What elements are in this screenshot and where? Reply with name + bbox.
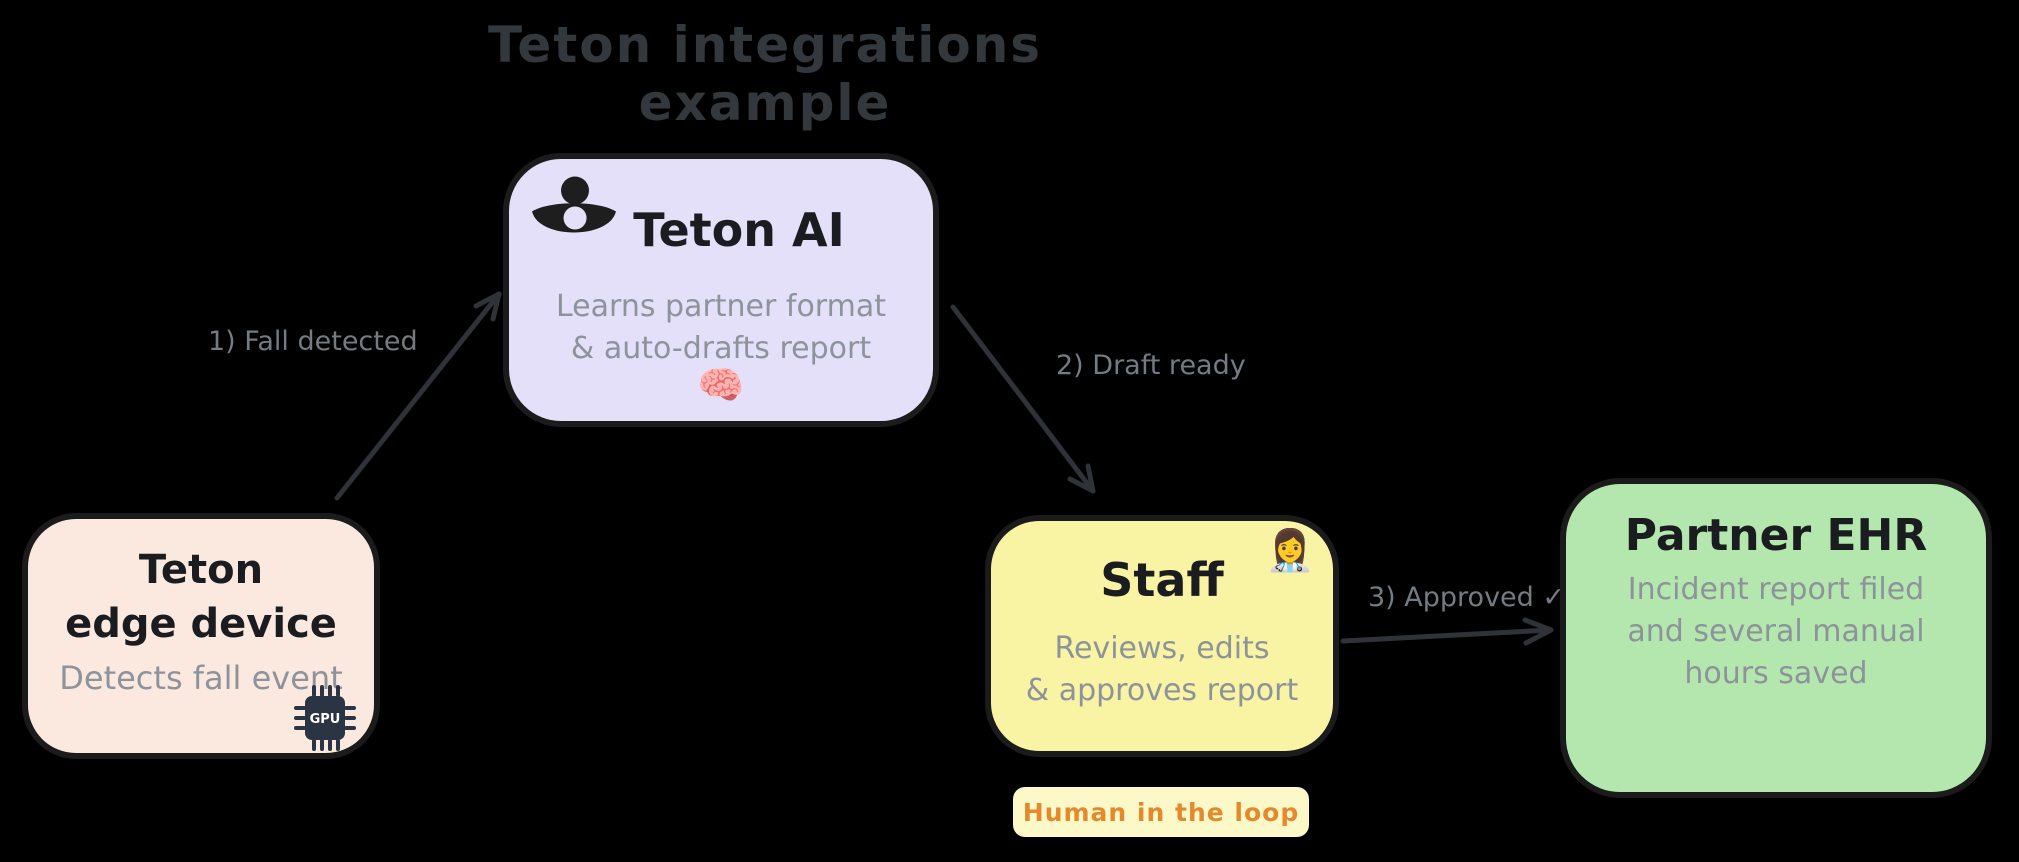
arrow-3-approved — [1340, 617, 1554, 646]
edge-device-subtitle: Detects fall event — [59, 659, 343, 697]
edge-device-title-line2: edge device — [65, 601, 337, 647]
arrow-2-draft-ready — [950, 304, 1096, 494]
teton-ai-subtitle-line1: Learns partner format — [556, 289, 886, 324]
staff-subtitle-line2: & approves report — [1025, 673, 1299, 708]
gpu-chip-label: GPU — [310, 712, 341, 727]
partner-ehr-subtitle-line3: hours saved — [1684, 656, 1868, 691]
human-in-the-loop-badge: Human in the loop — [1013, 787, 1309, 837]
partner-ehr-subtitle-line2: and several manual — [1627, 614, 1925, 649]
gpu-chip-icon: GPU — [294, 685, 356, 751]
brain-emoji-icon: 🧠 — [697, 363, 745, 407]
staff-subtitle-line1: Reviews, edits — [1054, 631, 1270, 666]
teton-ai-title: Teton AI — [633, 203, 845, 257]
arrow-1-fall-detected — [334, 291, 502, 501]
arrow-label-fall-detected: 1) Fall detected — [208, 326, 418, 357]
teton-ai-subtitle-line2: & auto-drafts report — [570, 331, 872, 366]
node-staff: 👩‍⚕️ Staff Reviews, edits & approves rep… — [985, 515, 1339, 757]
edge-device-title-line1: Teton — [138, 547, 264, 593]
node-teton-edge-device: Teton edge device Detects fall event GPU — [22, 513, 380, 759]
health-worker-emoji-icon: 👩‍⚕️ — [1265, 528, 1315, 574]
arrow-label-draft-ready: 2) Draft ready — [1056, 350, 1246, 381]
node-partner-ehr: Partner EHR Incident report filed and se… — [1560, 478, 1992, 798]
diagram-title: Teton integrations example — [487, 16, 1043, 132]
node-teton-ai: Teton AI Learns partner format & auto-dr… — [503, 153, 939, 427]
arrow-label-approved: 3) Approved ✓ — [1368, 582, 1566, 613]
partner-ehr-subtitle-line1: Incident report filed — [1627, 572, 1925, 607]
human-in-the-loop-label: Human in the loop — [1022, 797, 1300, 827]
partner-ehr-title: Partner EHR — [1624, 510, 1928, 561]
teton-logo-icon — [532, 176, 616, 233]
staff-title: Staff — [1100, 553, 1224, 607]
